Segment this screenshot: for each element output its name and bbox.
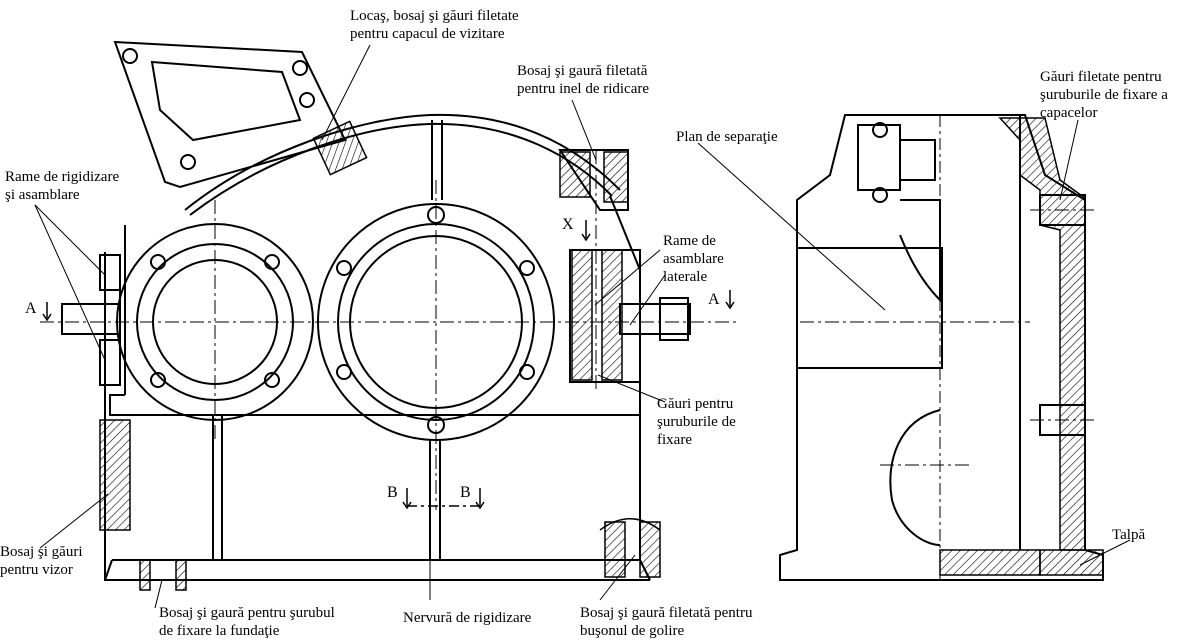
section-b-left: B — [387, 484, 398, 501]
section-a-left: A — [25, 300, 37, 317]
label-gauri-capace: Găuri filetate pentru şuruburile de fixa… — [1040, 69, 1168, 121]
label-bosaj-fundatie: Bosaj şi gaură pentru şurubul de fixare … — [159, 605, 335, 639]
label-bosaj-inel: Bosaj şi gaură filetată pentru inel de r… — [517, 63, 650, 97]
label-talpa: Talpă — [1112, 527, 1146, 543]
label-gauri-fixare: Găuri pentru şuruburile de fixare — [657, 396, 736, 448]
section-x: X — [562, 216, 574, 233]
label-bosaj-vizor: Bosaj şi găuri pentru vizor — [0, 544, 83, 578]
label-bosaj-golire: Bosaj şi gaură filetată pentru buşonul d… — [580, 605, 753, 639]
center-lines — [40, 150, 740, 510]
section-markers — [42, 220, 735, 510]
front-hatching — [99, 120, 661, 591]
side-center-lines — [800, 209, 1095, 466]
section-a-right: A — [708, 291, 720, 308]
side-view — [779, 114, 1104, 581]
side-view-hatching — [939, 117, 1104, 576]
label-plan-separatie: Plan de separaţie — [676, 129, 778, 145]
label-nervura: Nervură de rigidizare — [403, 610, 532, 626]
inspection-cover — [113, 40, 347, 189]
label-locas: Locaş, bosaj şi găuri filetate pentru ca… — [350, 8, 519, 42]
label-rame-rigidizare: Rame de rigidizare şi asamblare — [5, 169, 120, 203]
section-b-right: B — [460, 484, 471, 501]
leader-lines — [34, 44, 1131, 609]
label-rame-laterale: Rame de asamblare laterale — [663, 233, 724, 285]
right-side-wall — [609, 195, 641, 380]
